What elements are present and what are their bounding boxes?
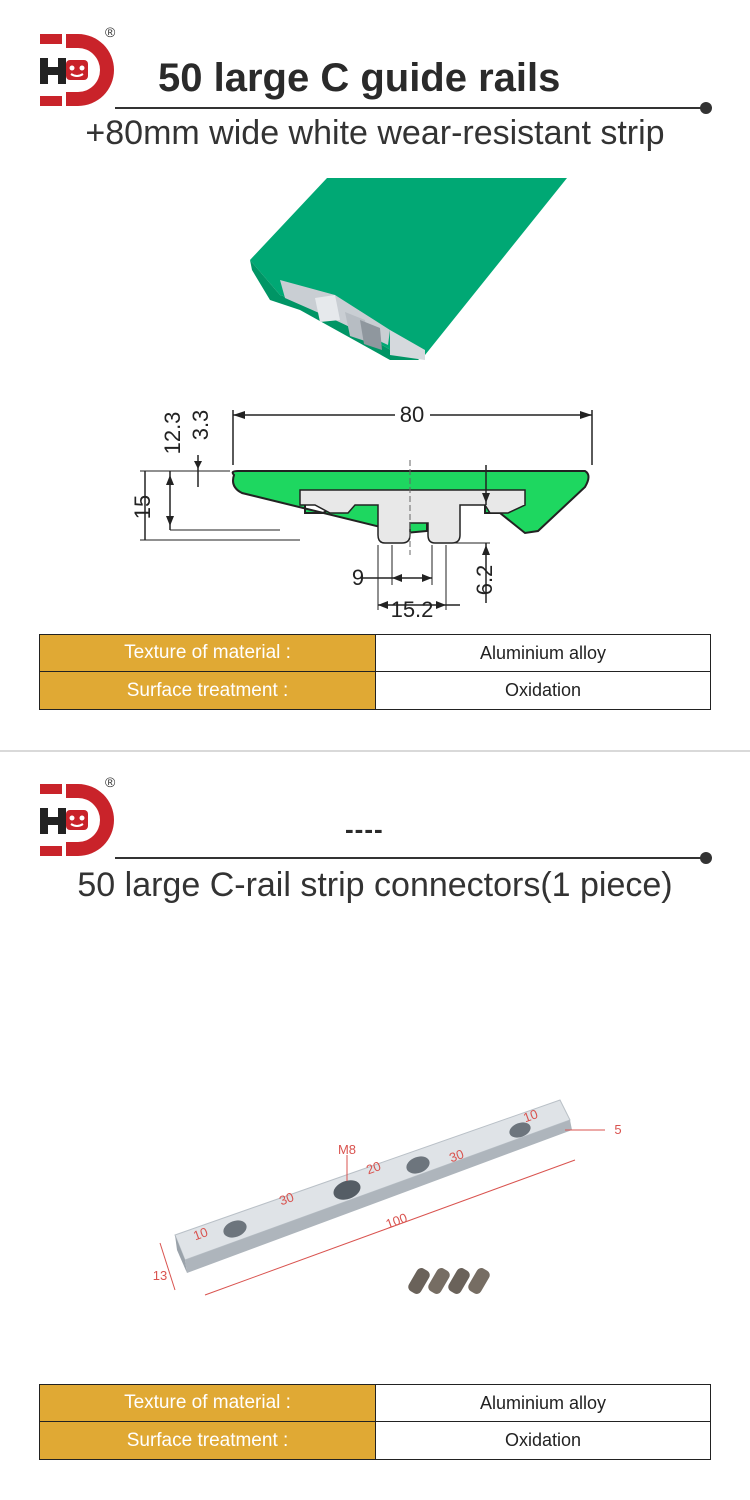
brand-logo-icon [40,34,114,106]
brand-logo-icon [40,784,114,856]
product-section-guide-rail: ® 50 large C guide rails +80mm wide whit… [39,24,712,710]
spec-label: Surface treatment : [40,1422,376,1459]
title-underline-dot [700,102,712,114]
spec-row-surface: Surface treatment : Oxidation [40,1422,710,1459]
registered-mark: ® [105,774,116,790]
spec-table: Texture of material : Aluminium alloy Su… [39,634,711,710]
section-subtitle: 50 large C-rail strip connectors(1 piece… [77,866,673,904]
dim-height-b-label: 3.3 [188,410,213,441]
dim-edge-left-label: 10 [191,1224,210,1243]
spec-value: Aluminium alloy [376,1385,710,1421]
spec-label: Texture of material : [40,635,376,671]
spec-label: Texture of material : [40,1385,376,1421]
dim-height-total-label: 15 [130,495,155,519]
dim-pitch-b-label: 20 [364,1158,383,1177]
dim-length-label: 100 [384,1210,410,1232]
spec-table: Texture of material : Aluminium alloy Su… [39,1384,711,1460]
dim-width-label: 13 [153,1268,167,1283]
spec-row-material: Texture of material : Aluminium alloy [40,635,710,672]
spec-row-material: Texture of material : Aluminium alloy [40,1385,710,1422]
section-title: 50 large C guide rails [158,56,561,100]
dim-height-a-label: 12.3 [160,412,185,455]
dim-slot-depth-label: 6.2 [472,565,497,596]
section-subtitle: +80mm wide white wear-resistant strip [85,114,665,152]
dim-thickness-label: 5 [614,1122,621,1137]
connector-plate-photo: M8 5 13 100 10 30 20 30 10 [153,1099,622,1296]
spec-value: Oxidation [376,672,710,709]
dim-edge-right-label: 10 [521,1106,540,1125]
spec-value: Oxidation [376,1422,710,1459]
title-underline [115,857,705,859]
dim-slot-label: 9 [352,565,364,590]
registered-mark: ® [105,24,116,40]
dim-thread-label: M8 [338,1142,356,1157]
dim-slot-pitch-label: 15.2 [391,597,434,622]
guide-rail-cross-section-drawing: 80 15 12.3 3.3 9 15.2 [130,402,593,622]
guide-rail-photo [250,178,567,360]
spec-row-surface: Surface treatment : Oxidation [40,672,710,709]
product-section-connector: ® ---- 50 large C-rail strip connectors(… [0,750,750,1500]
spec-value: Aluminium alloy [376,635,710,671]
section-divider [0,750,750,752]
title-underline [115,107,705,109]
spec-label: Surface treatment : [40,672,376,709]
dim-pitch-a-label: 30 [277,1189,296,1208]
dim-pitch-c-label: 30 [447,1146,466,1165]
dim-width-label: 80 [400,402,424,427]
title-underline-dot [700,852,712,864]
section-title: ---- [345,814,384,844]
set-screws-icon [408,1268,490,1294]
